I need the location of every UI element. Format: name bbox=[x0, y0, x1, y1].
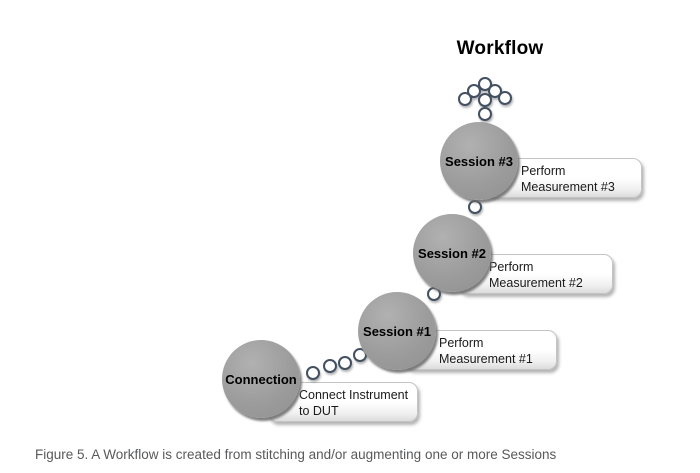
note-text: Perform Measurement #2 bbox=[489, 260, 583, 290]
burst-dot bbox=[498, 91, 512, 105]
trail-dot bbox=[306, 366, 320, 380]
node-session-2: Session #2 bbox=[413, 214, 491, 292]
node-label: Connection bbox=[225, 371, 297, 387]
note-text: Perform Measurement #1 bbox=[439, 336, 533, 366]
node-session-1: Session #1 bbox=[358, 292, 436, 370]
trail-dot bbox=[323, 359, 337, 373]
note-text: Perform Measurement #3 bbox=[521, 164, 615, 194]
burst-dot bbox=[478, 107, 492, 121]
burst-dot bbox=[458, 92, 472, 106]
figure-caption: Figure 5. A Workflow is created from sti… bbox=[35, 447, 557, 462]
node-connection: Connection bbox=[222, 340, 300, 418]
trail-dot bbox=[338, 356, 352, 370]
burst-dot bbox=[478, 93, 492, 107]
node-label: Session #3 bbox=[445, 153, 513, 169]
diagram-title: Workflow bbox=[456, 38, 544, 59]
trail-dot bbox=[468, 200, 482, 214]
node-session-3: Session #3 bbox=[440, 122, 518, 200]
node-label: Session #1 bbox=[363, 323, 431, 339]
note-box-connection: Connect Instrument to DUT bbox=[268, 382, 418, 422]
note-text: Connect Instrument to DUT bbox=[299, 388, 409, 418]
node-label: Session #2 bbox=[418, 245, 486, 261]
